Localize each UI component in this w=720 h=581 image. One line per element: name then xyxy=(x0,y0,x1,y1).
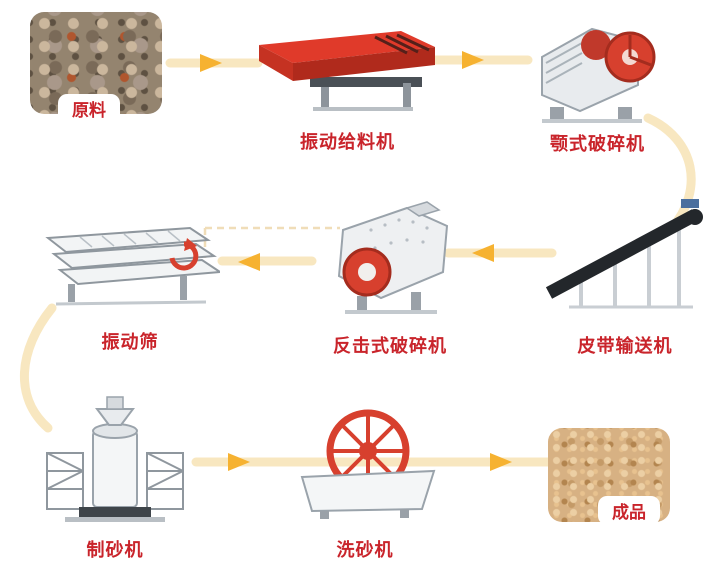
sand-washer-label: 洗砂机 xyxy=(336,540,394,560)
station-vibrating-screen: 振动筛 xyxy=(40,220,220,354)
sand-washer-icon xyxy=(300,409,436,519)
flow-arrow xyxy=(200,51,512,471)
station-jaw-crusher: 颚式破碎机 xyxy=(530,15,665,156)
sand-maker-icon xyxy=(46,396,184,522)
station-raw-material: 原料 xyxy=(30,12,162,123)
jaw-crusher-icon xyxy=(541,27,656,123)
sand-maker-label: 制砂机 xyxy=(86,540,144,560)
belt-conveyor-icon xyxy=(545,199,703,309)
station-belt-conveyor: 皮带输送机 xyxy=(545,195,705,358)
station-sand-washer: 洗砂机 xyxy=(290,405,440,562)
vibrating-screen-label: 振动筛 xyxy=(101,332,159,352)
station-vibrating-feeder: 振动给料机 xyxy=(255,25,440,154)
belt-conveyor-label: 皮带输送机 xyxy=(577,336,673,356)
raw-material-tag: 原料 xyxy=(58,94,120,123)
station-finished-product: 成品 xyxy=(548,428,670,525)
vibrating-feeder-label: 振动给料机 xyxy=(300,132,395,152)
jaw-crusher-label: 颚式破碎机 xyxy=(550,134,645,154)
vibrating-feeder-icon xyxy=(259,31,435,111)
impact-crusher-label: 反击式破碎机 xyxy=(333,336,447,356)
impact-crusher-icon xyxy=(337,201,449,314)
station-impact-crusher: 反击式破碎机 xyxy=(315,200,465,358)
vibrating-screen-icon xyxy=(45,226,220,306)
station-sand-maker: 制砂机 xyxy=(35,395,195,562)
finished-product-tag: 成品 xyxy=(598,496,660,525)
flow-path xyxy=(19,55,696,467)
